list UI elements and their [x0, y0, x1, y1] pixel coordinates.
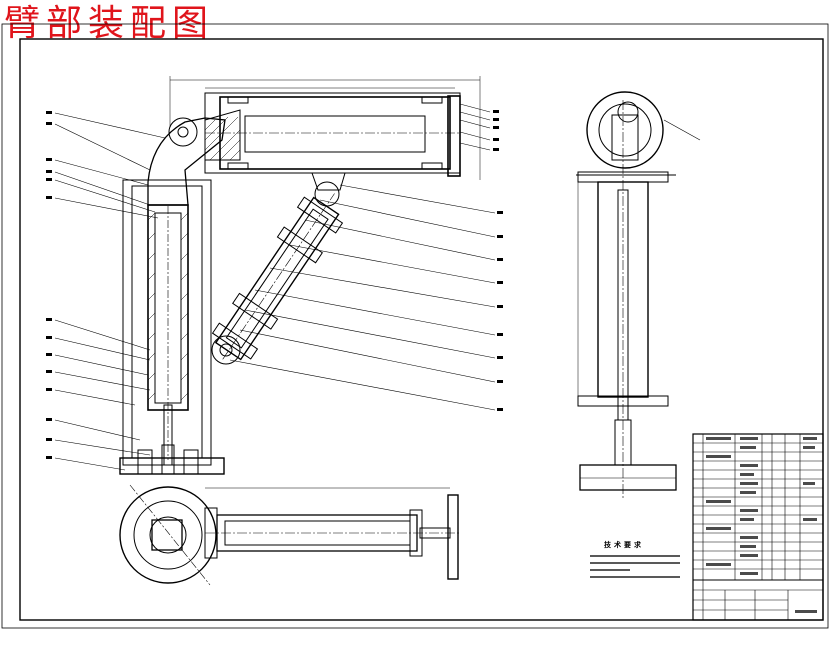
note-2-cont — [590, 569, 630, 571]
note-1 — [590, 555, 680, 557]
leader-labels-left — [46, 111, 52, 459]
note-3 — [590, 576, 680, 578]
leader-labels-right — [493, 110, 503, 411]
drawing-title: 臂部装配图 — [4, 3, 215, 44]
note-2 — [590, 562, 680, 564]
technical-requirements-title: 技术要求 — [604, 541, 644, 549]
parts-list — [692, 433, 824, 621]
outer-border — [1, 23, 829, 629]
actuator-lower-joint — [211, 335, 241, 365]
vertical-column — [119, 117, 226, 475]
leader-lines-right — [229, 103, 496, 411]
inner-border — [19, 38, 824, 621]
technical-requirements: 技术要求 — [586, 540, 696, 578]
horizontal-cylinder — [169, 76, 481, 207]
diagonal-actuator — [211, 193, 344, 361]
leader-lines-left — [54, 112, 166, 471]
side-view — [576, 91, 701, 500]
top-view — [119, 484, 460, 586]
parts-list-entries — [706, 437, 817, 613]
